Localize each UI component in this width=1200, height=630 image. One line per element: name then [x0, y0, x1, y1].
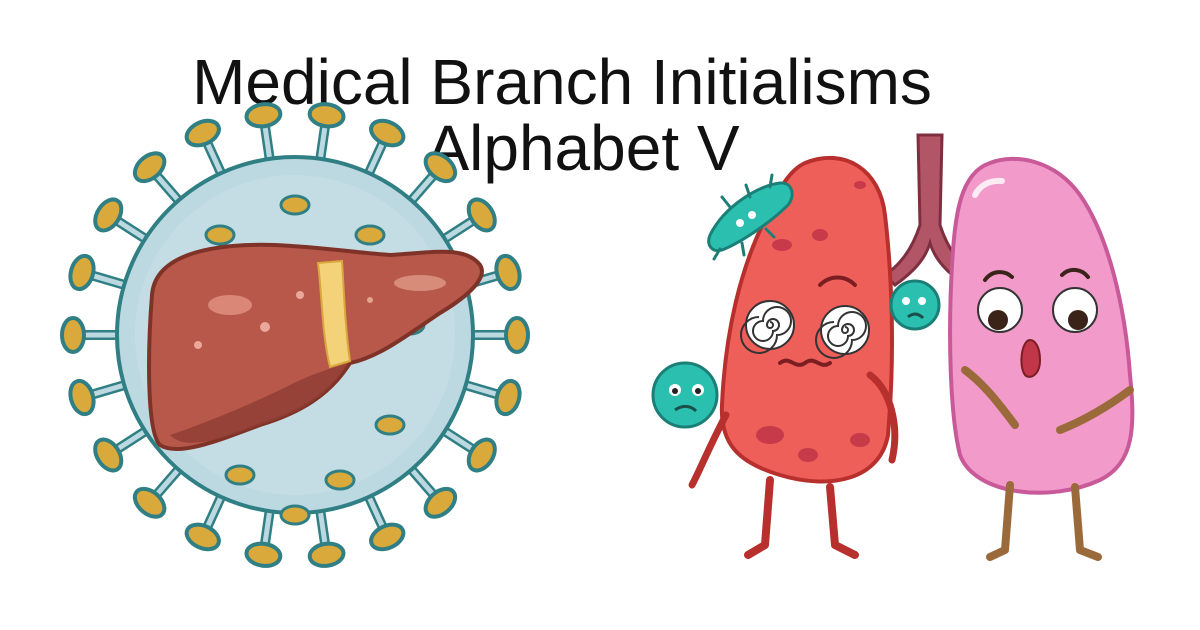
- virus-spike-tip: [184, 118, 221, 148]
- virus-spike-tip: [466, 437, 497, 473]
- virus-surface-spot: [354, 224, 386, 246]
- virus-spike-tip: [423, 486, 458, 519]
- virus-spike-tip: [369, 118, 406, 148]
- worried-eye-left: [977, 287, 1023, 333]
- virus-spike-tip: [60, 316, 86, 354]
- virus-spike-tip: [68, 378, 96, 417]
- healthy-lung-character: [948, 156, 1135, 561]
- virus-spike-tip: [68, 253, 96, 292]
- dizzy-eye-right: [815, 305, 870, 359]
- virus-surface-spot: [224, 464, 256, 486]
- virus-spike-tip: [423, 151, 458, 184]
- virus-surface-spot: [324, 469, 356, 491]
- virus-spike-tip: [244, 541, 283, 568]
- virus-liver-illustration: [60, 102, 530, 568]
- virus-spike-tip: [504, 316, 530, 354]
- sick-lungs-illustration: [651, 133, 1135, 561]
- liver-icon: [147, 242, 484, 451]
- virus-spike-tip: [184, 522, 221, 552]
- virus-spike-tip: [466, 197, 497, 233]
- sick-lung-character: [688, 156, 899, 559]
- virus-spike-tip: [132, 486, 167, 519]
- virus-surface-spot: [279, 504, 311, 526]
- virus-germ-icon: [651, 361, 719, 429]
- virus-spike-tip: [132, 151, 167, 184]
- title-line-2: Alphabet V: [426, 111, 740, 184]
- virus-surface-spot: [279, 194, 311, 216]
- virus-spike-tip: [307, 102, 346, 129]
- virus-surface-spot: [204, 224, 236, 246]
- virus-spike-tip: [244, 102, 283, 129]
- virus-spike-tip: [494, 378, 522, 417]
- virus-spike-tip: [494, 253, 522, 292]
- virus-spike-tip: [307, 541, 346, 568]
- dizzy-eye-left: [740, 300, 795, 354]
- virus-spike-tip: [93, 197, 124, 233]
- small-germ-icon: [889, 279, 941, 331]
- bacteria-icon: [707, 173, 794, 261]
- virus-spike-tip: [93, 437, 124, 473]
- virus-surface-spot: [374, 414, 406, 436]
- worried-eye-right: [1052, 287, 1098, 333]
- virus-spike-tip: [369, 522, 406, 552]
